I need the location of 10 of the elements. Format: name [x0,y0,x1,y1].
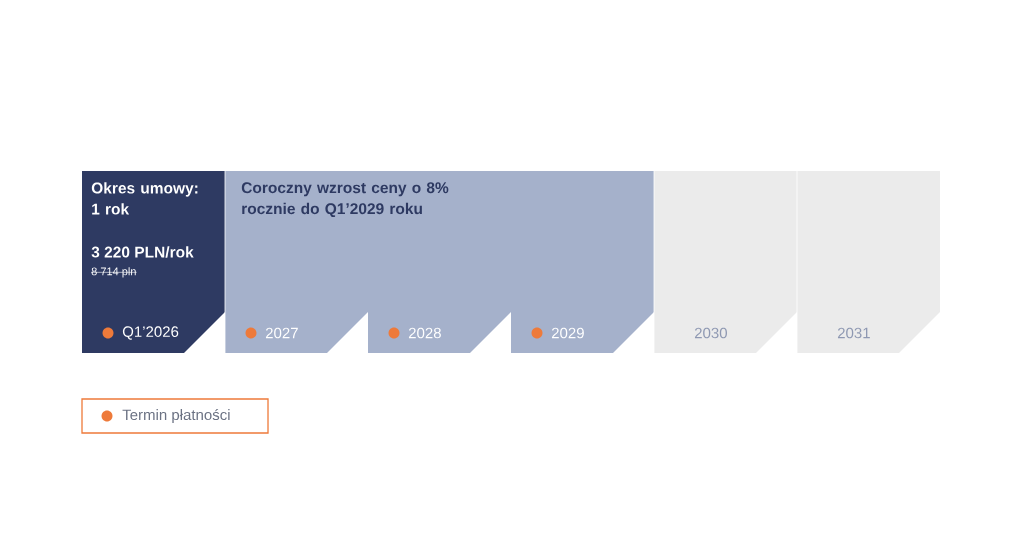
node-label: 2029 [551,327,584,339]
node-label: 2030 [694,327,727,339]
timeline-band: 2029 [511,171,654,353]
band-heading: Coroczny wzrost ceny o 8% rocznie do Q1’2029 roku [241,182,449,218]
legend-box: Termin płatności [81,398,269,434]
timeline-band: 2030 [653,170,797,354]
node-label: 2028 [408,327,441,339]
node-label: 2027 [265,327,298,339]
timeline-band: 2031 [796,170,940,354]
timeline-band: Okres umowy: 1 rok 3 220 PLN/rok 8 714 pln Q1’2026 [82,171,225,353]
